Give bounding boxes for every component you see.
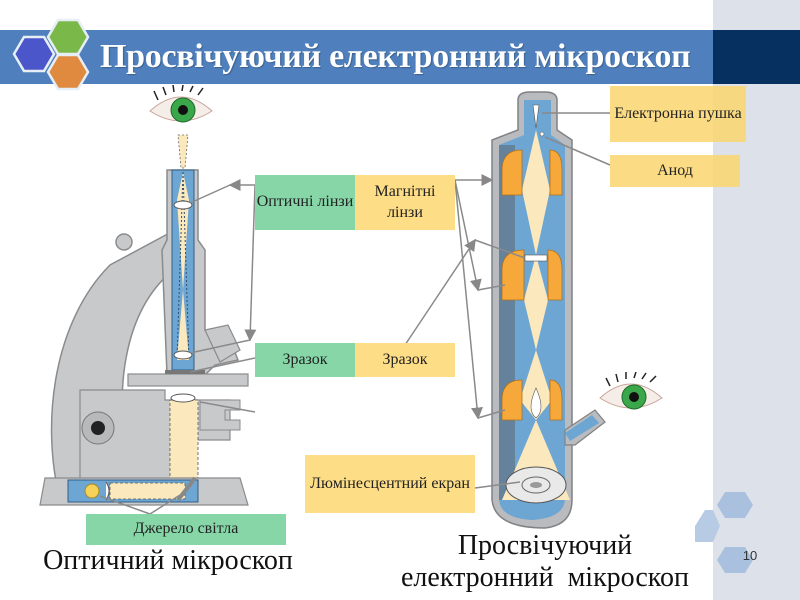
- label-specimen-electron: Зразок: [355, 343, 455, 377]
- label-magnetic-lenses: Магнітні лінзи: [355, 175, 455, 230]
- title-bar-dark-end: [713, 30, 800, 84]
- magnetic-lens-2: [501, 249, 563, 301]
- magnetic-lens-3: [501, 379, 563, 421]
- eye-icon: [149, 85, 213, 123]
- label-fluorescent-screen: Люмінесцентний екран: [305, 455, 475, 513]
- title-bar: [0, 30, 713, 84]
- magnetic-lens-1: [501, 149, 563, 196]
- hexagon-cluster-icon: [12, 18, 90, 91]
- caption-tem-line2: електронний мікроскоп: [401, 562, 689, 594]
- caption-optical-microscope: Оптичний мікроскоп: [43, 545, 293, 576]
- label-anode: Анод: [610, 155, 740, 187]
- label-electron-gun: Електронна пушка: [610, 86, 746, 142]
- caption-tem-line1: Просвічуючий: [457, 530, 633, 561]
- label-optical-lenses: Оптичні лінзи: [255, 175, 355, 230]
- caption-tem: Просвічуючий електронний мікроскоп: [380, 530, 710, 594]
- label-light-source: Джерело світла: [86, 514, 286, 545]
- decorative-hexagons: [695, 492, 753, 573]
- label-specimen-optical: Зразок: [255, 343, 355, 377]
- slide-title: Просвічуючий електронний мікроскоп: [100, 38, 691, 75]
- page-number: 10: [742, 548, 758, 563]
- eye-icon: [599, 372, 663, 410]
